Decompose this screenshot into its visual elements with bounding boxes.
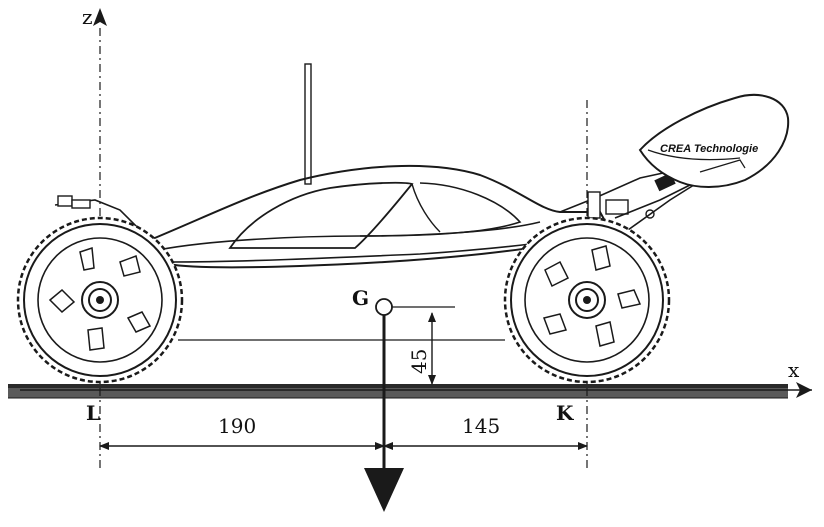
front-wheel <box>503 216 671 384</box>
wing-brand-text: CREA Technologie <box>660 143 758 155</box>
height-dimension: 45 <box>407 312 436 385</box>
z-axis-arrow-icon <box>93 8 107 26</box>
rear-wheel <box>16 216 184 384</box>
front-distance-value: 145 <box>462 414 500 438</box>
weight-arrow <box>364 315 404 512</box>
ground <box>8 384 788 399</box>
x-axis-label: x <box>788 358 800 382</box>
antenna <box>304 63 312 185</box>
wing: CREA Technologie <box>638 93 790 188</box>
point-k-label: K <box>556 401 574 425</box>
x-axis: x <box>20 358 812 398</box>
car-body <box>54 164 706 269</box>
height-value: 45 <box>407 349 431 374</box>
g-label: G <box>352 286 369 310</box>
rear-distance-value: 190 <box>218 414 256 438</box>
point-l-label: L <box>86 401 100 425</box>
x-axis-arrow-icon <box>796 382 812 398</box>
down-arrow-icon <box>364 468 404 512</box>
z-axis-label: z <box>82 5 93 29</box>
center-of-gravity: G <box>352 286 455 316</box>
horizontal-dimensions: 190 145 <box>99 414 588 450</box>
